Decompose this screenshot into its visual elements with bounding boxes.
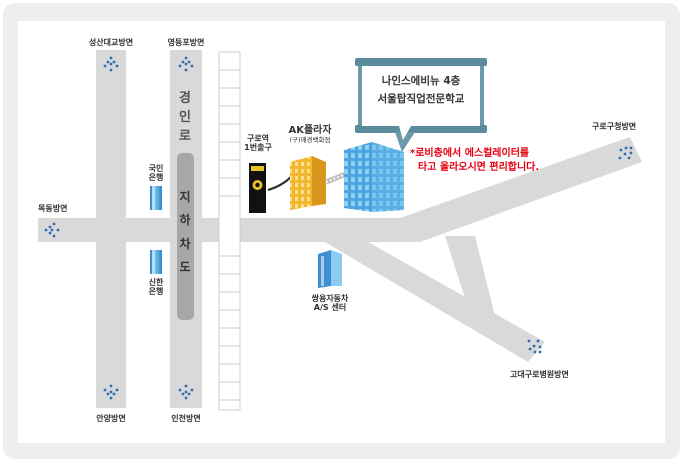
arrow-northeast-icon <box>618 146 633 160</box>
arrow-up-icon <box>103 56 119 72</box>
label-guro-station-exit1: 구로역 1번출구 <box>244 134 272 153</box>
road-main-horizontal <box>38 137 642 242</box>
label-ssangyong-service-center: 쌍용자동차 A/S 센터 <box>311 294 349 313</box>
kookmin-bank-building-icon <box>150 186 162 210</box>
underpass <box>177 153 194 320</box>
destination-building-icon <box>344 142 404 212</box>
ak-plaza-building-icon <box>290 156 326 210</box>
road-branch-southeast <box>325 242 545 362</box>
direction-guro-district-office: 구로구청방면 <box>592 122 637 131</box>
destination-label: 나인스에비뉴 4층 서울탑직업전문학교 <box>360 72 482 109</box>
direction-yeongdeungpo: 영등포방면 <box>167 38 205 47</box>
label-kookmin-bank: 국민 은행 <box>148 164 164 183</box>
ssangyong-service-center-building-icon <box>318 250 342 288</box>
destination-callout <box>355 58 487 152</box>
destination-floor: 나인스에비뉴 4층 <box>381 75 461 87</box>
arrow-up-icon <box>178 56 194 72</box>
escalator-note-line2: 타고 올라오시면 편리합니다. <box>418 161 540 173</box>
direction-anyang: 안양방면 <box>96 414 126 423</box>
label-ak-plaza: AK플라자 (구)애경백화점 <box>288 125 332 144</box>
direction-incheon: 인천방면 <box>171 414 201 423</box>
railway <box>218 51 241 411</box>
escalator-note-line1: *로비층에서 에스컬레이터를 <box>410 148 530 159</box>
arrow-down-icon <box>103 384 119 400</box>
direction-seongsan-bridge: 성산대교방면 <box>88 38 134 47</box>
arrow-left-icon <box>44 222 60 238</box>
label-shinhan-bank: 신한 은행 <box>148 278 164 297</box>
shinhan-bank-building-icon <box>150 250 162 274</box>
road-network <box>38 50 642 408</box>
underpass-label: 지하차도 <box>179 190 191 275</box>
escalator-note: *로비층에서 에스컬레이터를 타고 올라오시면 편리합니다. <box>410 147 539 174</box>
arrow-southeast-icon <box>527 339 542 354</box>
direction-korea-univ-guro-hospital: 고대구로병원방면 <box>510 370 569 379</box>
destination-school-name: 서울탑직업전문학교 <box>377 93 465 106</box>
arrow-down-icon <box>178 384 194 400</box>
road-branch-south <box>445 236 496 320</box>
road-name-gyeongin-ro: 경인로 <box>179 91 191 144</box>
direction-mokdong: 목동방면 <box>38 204 68 213</box>
